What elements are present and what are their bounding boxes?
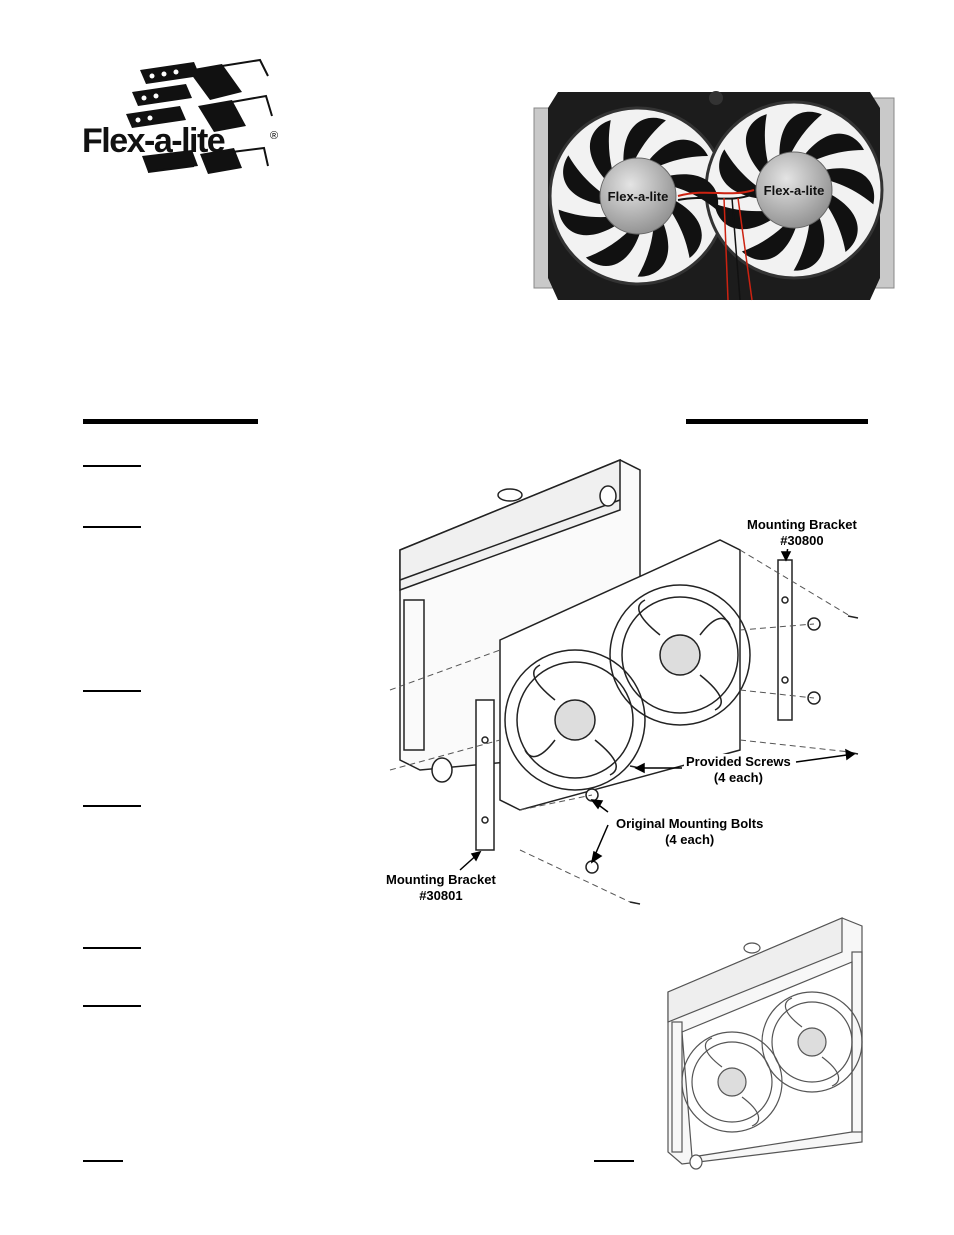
step-rule-6 [83, 1005, 141, 1007]
step-rule-2 [83, 526, 141, 528]
registered-mark: ® [270, 130, 279, 142]
installed-view-image [662, 912, 872, 1172]
product-photo: Flex-a-lite Flex-a-lite [528, 78, 900, 318]
exploded-view-drawing [389, 458, 859, 905]
brand-logo: Flex-a-lite ® [82, 56, 282, 186]
badge-right-label: Flex-a-lite [764, 183, 825, 198]
callout-original-bolts: Original Mounting Bolts (4 each) [614, 816, 766, 848]
note-rule-left [83, 1160, 123, 1162]
step-rule-5 [83, 947, 141, 949]
callout-provided-screws: Provided Screws (4 each) [684, 754, 793, 786]
dual-fan-image: Flex-a-lite Flex-a-lite [533, 91, 895, 301]
step-rule-4 [83, 805, 141, 807]
heading-rule-left [83, 419, 258, 424]
installation-diagram: Mounting Bracket #30800 Provided Screws … [380, 450, 880, 920]
callout-bracket-left: Mounting Bracket #30801 [384, 872, 498, 904]
flag-logo-icon [126, 58, 273, 174]
heading-rule-right [686, 419, 868, 424]
logo-wordmark: Flex-a-lite [82, 122, 226, 160]
step-rule-3 [83, 690, 141, 692]
assembled-radiator-drawing [667, 917, 863, 1170]
callout-bracket-right: Mounting Bracket #30800 [745, 517, 859, 549]
note-rule-right [594, 1160, 634, 1162]
step-rule-1 [83, 465, 141, 467]
badge-left-label: Flex-a-lite [608, 189, 669, 204]
